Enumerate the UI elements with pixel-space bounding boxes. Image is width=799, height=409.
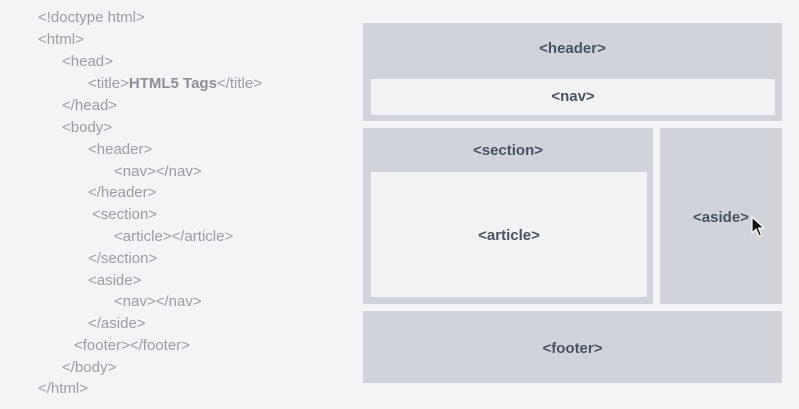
code-line-head-open: <head>	[62, 53, 113, 70]
section-block: <section> <article>	[363, 128, 653, 304]
code-line-html-open: <html>	[38, 31, 84, 48]
section-label: <section>	[472, 142, 544, 159]
code-line-header-close: </header>	[88, 184, 157, 201]
header-label: <header>	[539, 40, 606, 57]
code-line-body-open: <body>	[62, 119, 113, 136]
aside-block: <aside>	[660, 128, 782, 304]
code-line-head-close: </head>	[62, 97, 118, 114]
footer-label: <footer>	[542, 340, 603, 357]
code-line-body-close: </body>	[62, 359, 117, 376]
code-title-text: HTML5 Tags	[128, 75, 217, 92]
code-line-section-open: <section>	[92, 206, 158, 223]
code-line-section-close: </section>	[88, 250, 158, 267]
mouse-pointer-icon	[751, 216, 765, 237]
code-line-header-nav: <nav></nav>	[114, 163, 202, 180]
code-line-aside-close: </aside>	[88, 315, 146, 332]
code-title-open-tag: <title>	[88, 75, 129, 92]
nav-label: <nav>	[551, 88, 595, 105]
code-line-header-open: <header>	[88, 141, 153, 158]
nav-block: <nav>	[371, 79, 775, 115]
code-line-aside-nav: <nav></nav>	[114, 293, 202, 310]
code-line-html-close: </html>	[38, 380, 89, 397]
article-block: <article>	[371, 172, 647, 297]
code-line-title: <title>HTML5 Tags</title>	[88, 75, 262, 93]
article-label: <article>	[478, 227, 540, 244]
code-line-footer: <footer></footer>	[74, 337, 190, 354]
code-line-article: <article></article>	[114, 228, 234, 245]
code-title-close-tag: </title>	[216, 75, 262, 92]
header-block: <header> <nav>	[363, 23, 782, 121]
footer-block: <footer>	[363, 311, 782, 383]
code-line-aside-open: <aside>	[88, 272, 142, 289]
code-line-doctype: <!doctype html>	[38, 9, 145, 26]
aside-label: <aside>	[693, 209, 749, 226]
